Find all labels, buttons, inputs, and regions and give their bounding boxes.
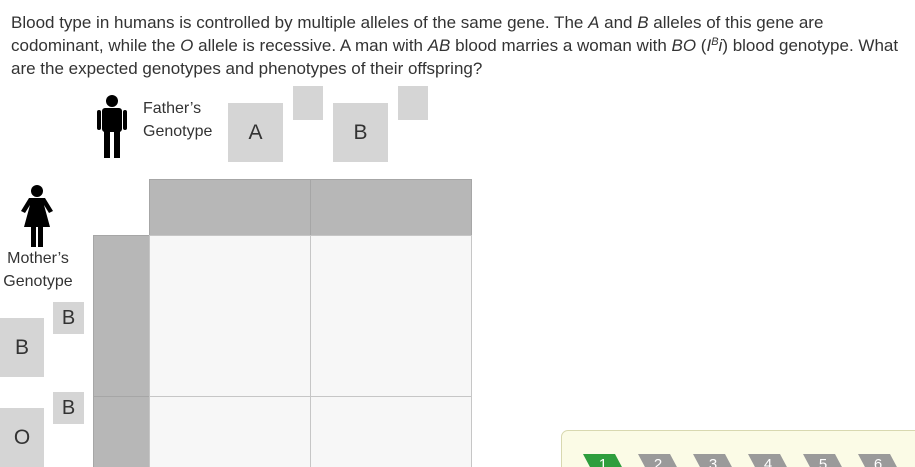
father-allele-drop-slot-2[interactable] bbox=[398, 86, 428, 120]
father-genotype-label: Father’s Genotype bbox=[143, 100, 213, 140]
male-person-icon bbox=[97, 95, 127, 158]
punnett-header-row-1[interactable] bbox=[93, 235, 150, 397]
punnett-cell-1-1[interactable] bbox=[149, 235, 311, 397]
step-3-tab[interactable]: 3 bbox=[693, 454, 733, 467]
step-2-tab[interactable]: 2 bbox=[638, 454, 678, 467]
punnett-cell-1-2[interactable] bbox=[310, 235, 472, 397]
step-5-tab[interactable]: 5 bbox=[803, 454, 843, 467]
father-allele-b[interactable]: B bbox=[333, 103, 388, 162]
step-1-tab[interactable]: 1 bbox=[583, 454, 623, 467]
female-person-icon bbox=[21, 185, 53, 247]
step-progress-panel: 1 2 3 4 5 6 bbox=[561, 430, 915, 467]
punnett-cell-2-1[interactable] bbox=[149, 396, 311, 467]
father-allele-a[interactable]: A bbox=[228, 103, 283, 162]
mother-allele-b[interactable]: B bbox=[0, 318, 44, 377]
placed-allele-b-1[interactable]: B bbox=[53, 302, 84, 334]
punnett-cell-2-2[interactable] bbox=[310, 396, 472, 467]
father-allele-drop-slot-1[interactable] bbox=[293, 86, 323, 120]
placed-allele-b-2[interactable]: B bbox=[53, 392, 84, 424]
mother-allele-o[interactable]: O bbox=[0, 408, 44, 467]
question-text: Blood type in humans is controlled by mu… bbox=[11, 13, 899, 78]
punnett-header-col-2[interactable] bbox=[310, 179, 472, 236]
punnett-header-row-2[interactable] bbox=[93, 396, 150, 467]
step-6-tab[interactable]: 6 bbox=[858, 454, 898, 467]
punnett-header-col-1[interactable] bbox=[149, 179, 311, 236]
step-4-tab[interactable]: 4 bbox=[748, 454, 788, 467]
mother-genotype-label: Mother’s Genotype bbox=[3, 250, 73, 290]
